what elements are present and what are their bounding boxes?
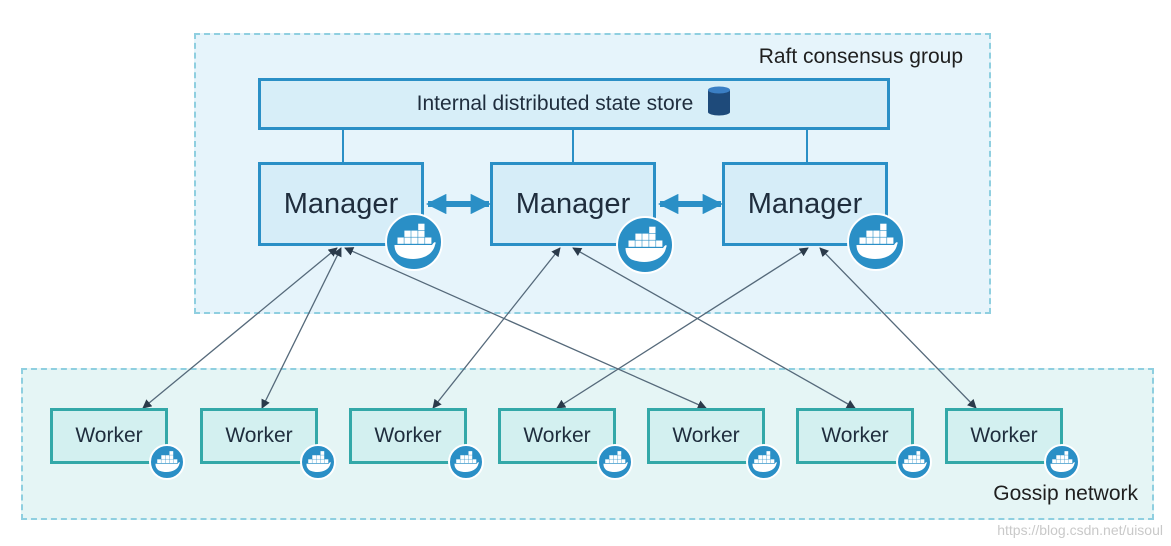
worker-label: Worker: [821, 424, 889, 447]
worker-label: Worker: [970, 424, 1038, 447]
docker-whale-icon: [149, 444, 185, 480]
raft-group-label: Raft consensus group: [758, 45, 963, 68]
worker-node-2: Worker: [200, 408, 318, 464]
worker-node-4: Worker: [498, 408, 616, 464]
link-manager1-worker1: [142, 247, 338, 409]
worker-label: Worker: [672, 424, 740, 447]
worker-node-3: Worker: [349, 408, 467, 464]
worker-node-1: Worker: [50, 408, 168, 464]
manager-label: Manager: [747, 187, 863, 220]
manager-label: Manager: [283, 187, 399, 220]
watermark: https://blog.csdn.net/uisoul: [997, 522, 1163, 538]
docker-whale-icon: [746, 444, 782, 480]
link-manager2-worker6: [572, 247, 856, 409]
link-manager3-worker7: [819, 247, 977, 409]
docker-whale-icon: [616, 216, 674, 274]
link-manager3-worker4: [556, 247, 809, 409]
link-manager2-worker3: [432, 247, 561, 409]
worker-label: Worker: [75, 424, 143, 447]
manager-label: Manager: [515, 187, 631, 220]
worker-node-6: Worker: [796, 408, 914, 464]
manager-node-2: Manager: [490, 162, 656, 246]
docker-whale-icon: [385, 213, 443, 271]
link-manager1-worker2: [261, 247, 342, 409]
worker-node-7: Worker: [945, 408, 1063, 464]
worker-label: Worker: [225, 424, 293, 447]
docker-whale-icon: [896, 444, 932, 480]
docker-whale-icon: [448, 444, 484, 480]
docker-whale-icon: [1044, 444, 1080, 480]
database-icon: [707, 86, 731, 122]
internal-state-store: Internal distributed state store: [258, 78, 890, 130]
worker-label: Worker: [374, 424, 442, 447]
state-store-label: Internal distributed state store: [416, 92, 694, 115]
worker-label: Worker: [523, 424, 591, 447]
docker-whale-icon: [300, 444, 336, 480]
docker-whale-icon: [847, 213, 905, 271]
gossip-network-label: Gossip network: [993, 482, 1138, 505]
docker-whale-icon: [597, 444, 633, 480]
worker-node-5: Worker: [647, 408, 765, 464]
